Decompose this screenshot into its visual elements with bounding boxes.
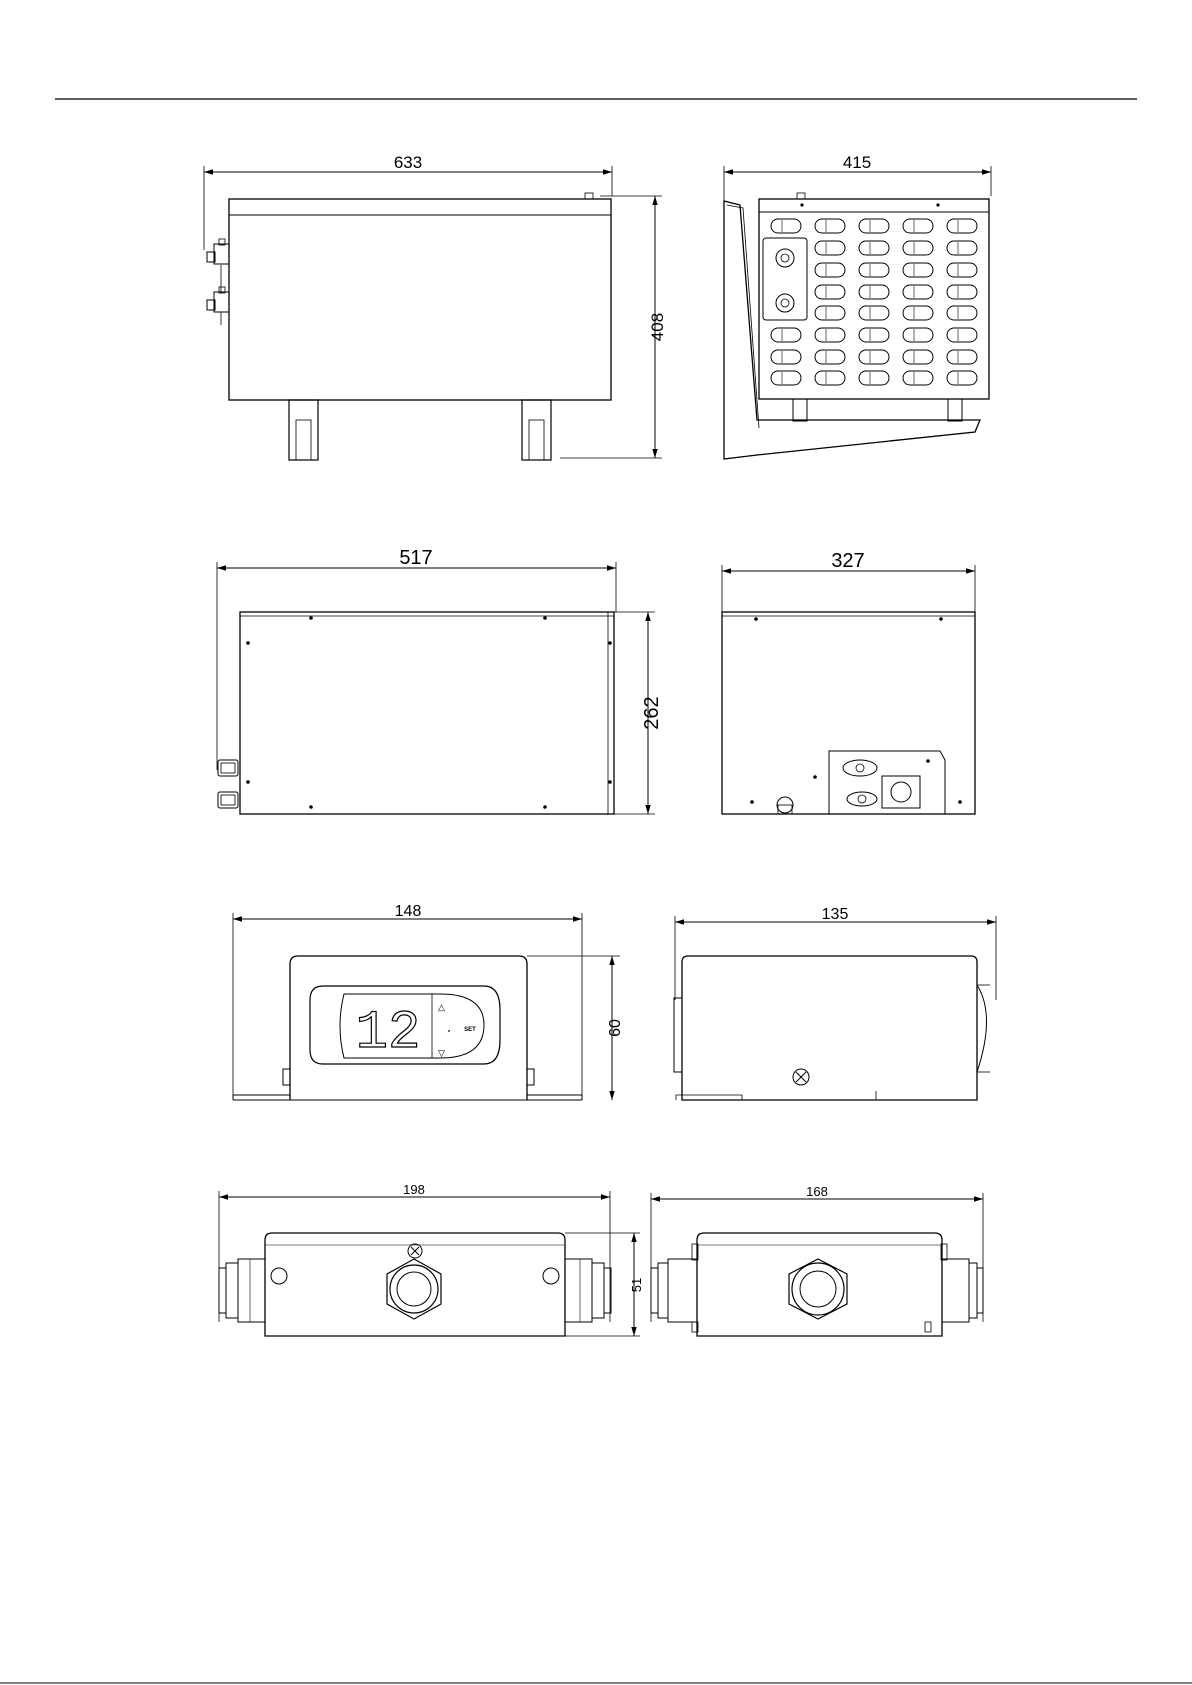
louver-slot: [815, 263, 845, 277]
louver-slot: [815, 328, 845, 342]
unit1-side-view: 415: [724, 153, 991, 459]
louver-slot: [903, 263, 933, 277]
controller-width-dimension: 148: [233, 903, 582, 1100]
louver-slot: [859, 285, 889, 299]
valve-depth-dimension: 168: [651, 1184, 983, 1322]
unit1-valve-fittings: [207, 239, 229, 325]
louver-slot: [903, 306, 933, 320]
louver-slot: [771, 219, 801, 233]
louver-slot: [903, 371, 933, 385]
louver-slot: [859, 241, 889, 255]
valve-left-fitting: [219, 1259, 265, 1322]
valve-short-left-fitting: [651, 1259, 697, 1322]
louver-slot: [903, 328, 933, 342]
louver-slot: [947, 328, 977, 342]
valve-right-fitting: [565, 1259, 611, 1322]
unit1-width-dimension: 633: [204, 153, 612, 250]
louver-slot: [947, 371, 977, 385]
louver-slot: [859, 371, 889, 385]
valve-screw-icon: [408, 1244, 422, 1258]
controller-display-digits: 12: [356, 1003, 421, 1064]
louver-slot: [815, 241, 845, 255]
louver-slot: [903, 241, 933, 255]
unit2-depth-label: 327: [831, 550, 864, 572]
louver-slot: [903, 350, 933, 364]
unit1-depth-label: 415: [843, 153, 871, 172]
louver-slot: [815, 285, 845, 299]
controller-side-view: 135: [674, 906, 996, 1100]
valve-depth-label: 168: [806, 1184, 828, 1199]
controller-front-view: 148 60 12 △ ▽ SET: [233, 903, 624, 1100]
controller-height-dimension: 60: [527, 956, 624, 1100]
louver-slot: [859, 219, 889, 233]
valve-short-right-fitting: [942, 1259, 983, 1322]
set-button-label: SET: [464, 1027, 476, 1033]
louver-slot: [947, 263, 977, 277]
valve-center-port: [387, 1259, 441, 1319]
controller-width-label: 148: [395, 903, 422, 920]
valve-short-view: 168: [651, 1184, 983, 1336]
valve-height-label: 51: [629, 1278, 644, 1292]
louver-slot: [903, 285, 933, 299]
controller-depth-dimension: 135: [675, 906, 996, 1000]
unit1-legs: [289, 400, 551, 460]
louver-slot: [815, 306, 845, 320]
controller-depth-label: 135: [822, 906, 849, 923]
unit1-height-label: 408: [648, 313, 667, 341]
louver-slot: [947, 285, 977, 299]
unit2-depth-dimension: 327: [722, 550, 975, 612]
controller-height-label: 60: [607, 1019, 624, 1037]
louver-slot: [859, 328, 889, 342]
louver-slot: [947, 306, 977, 320]
unit2-drain-fitting: [777, 797, 793, 814]
louver-slot: [815, 350, 845, 364]
unit2-height-dimension: 262: [610, 612, 663, 814]
louver-slot: [859, 263, 889, 277]
unit2-cable-glands: [218, 760, 238, 808]
controller-display: 12: [356, 1003, 421, 1064]
louver-slot: [947, 350, 977, 364]
up-arrow-icon: △: [438, 1002, 445, 1012]
louver-slot: [859, 350, 889, 364]
louver-slot: [771, 371, 801, 385]
unit1-width-label: 633: [394, 153, 422, 172]
louver-slot: [903, 219, 933, 233]
unit2-width-dimension: 517: [217, 547, 616, 770]
louver-slot: [947, 241, 977, 255]
unit1-height-dimension: 408: [560, 196, 667, 458]
unit2-side-view: 327: [722, 550, 975, 814]
unit1-louver-grille: [771, 219, 977, 385]
unit2-connection-plate: [813, 751, 945, 814]
louver-slot: [947, 219, 977, 233]
unit2-height-label: 262: [641, 696, 663, 729]
unit2-front-view: 517 262: [217, 547, 663, 814]
unit1-front-view: 633 408: [204, 153, 667, 460]
valve-width-label: 198: [403, 1182, 425, 1197]
valve-short-center-port: [789, 1259, 847, 1319]
louver-slot: [859, 306, 889, 320]
louver-slot: [815, 219, 845, 233]
unit2-width-label: 517: [399, 547, 432, 569]
controller-screw-icon: [793, 1069, 809, 1085]
louver-slot: [771, 328, 801, 342]
unit1-depth-dimension: 415: [724, 153, 991, 202]
down-arrow-icon: ▽: [438, 1048, 445, 1058]
unit1-fitting-plate: [763, 238, 807, 320]
louver-slot: [771, 350, 801, 364]
louver-slot: [815, 371, 845, 385]
valve-long-view: 198 51: [219, 1182, 644, 1336]
